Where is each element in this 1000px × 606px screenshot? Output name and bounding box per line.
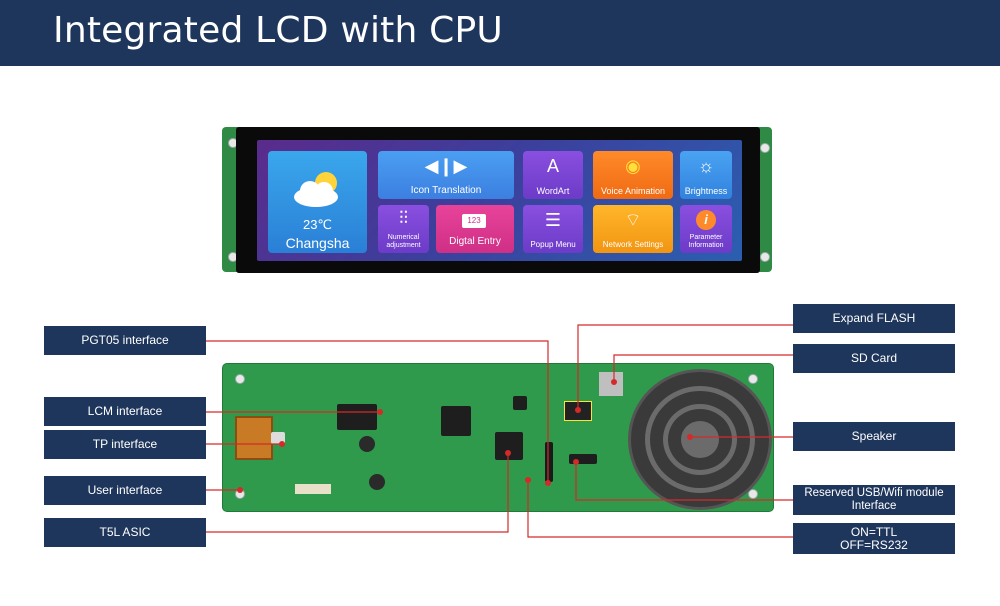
label-pgt05-interface: PGT05 interface xyxy=(44,326,206,355)
menu-list-icon: ☰ xyxy=(544,210,562,230)
user-connector xyxy=(295,484,331,494)
label-tp-interface: TP interface xyxy=(44,430,206,459)
tile-label: Numerical adjustment xyxy=(386,234,421,249)
tp-connector xyxy=(271,432,285,444)
speaker-center xyxy=(681,421,719,458)
power-inductor xyxy=(337,404,377,430)
parameter-information-tile[interactable]: i Parameter Information xyxy=(680,205,732,253)
tile-label: Voice Animation xyxy=(600,186,666,196)
cpu-chip xyxy=(441,406,471,436)
small-chip xyxy=(513,396,527,410)
weather-temp: 23℃ xyxy=(302,217,333,232)
t5l-line xyxy=(206,453,509,533)
speaker-ring xyxy=(645,386,755,493)
wifi-icon: ⌔ xyxy=(624,210,642,230)
sun-icon: ☼ xyxy=(697,156,715,176)
label-ttl-rs232: ON=TTL OFF=RS232 xyxy=(793,523,955,554)
tile-label: Digtal Entry xyxy=(449,236,501,247)
tile-label: Popup Menu xyxy=(530,240,576,249)
weather-city: Changsha xyxy=(285,235,350,251)
brightness-tile[interactable]: ☼ Brightness xyxy=(680,151,732,199)
tile-label: Parameter Information xyxy=(688,234,724,249)
icon-translation-tile[interactable]: ◀❙▶ Icon Translation xyxy=(378,151,514,199)
page-title: Integrated LCD with CPU xyxy=(53,10,503,51)
usb-header xyxy=(569,454,597,464)
tile-label: WordArt xyxy=(536,186,570,196)
letter-a-icon: A xyxy=(546,156,559,176)
wordart-tile[interactable]: A WordArt xyxy=(523,151,583,199)
sd-line xyxy=(613,354,793,382)
sd-card-slot xyxy=(599,372,623,396)
voice-animation-tile[interactable]: ◉ Voice Animation xyxy=(593,151,673,199)
label-lcm-interface: LCM interface xyxy=(44,397,206,426)
speaker xyxy=(628,369,772,510)
network-settings-tile[interactable]: ⌔ Network Settings xyxy=(593,205,673,253)
tile-label: Icon Translation xyxy=(410,185,482,196)
weather-tile[interactable]: 23℃ Changsha xyxy=(268,151,367,253)
mount-hole xyxy=(235,374,245,384)
sliders-icon: ⫶⫶ xyxy=(399,208,408,228)
label-speaker: Speaker xyxy=(793,422,955,451)
film-reel-icon: ◉ xyxy=(625,156,641,176)
label-reserved-usb-wifi: Reserved USB/Wifi module Interface xyxy=(793,485,955,515)
mount-hole xyxy=(760,252,770,262)
arrows-icon: ◀❙▶ xyxy=(424,156,468,176)
title-banner: Integrated LCD with CPU xyxy=(0,0,1000,66)
flash-line xyxy=(577,324,793,410)
pgt05-line xyxy=(206,340,549,483)
numerical-adjustment-tile[interactable]: ⫶⫶ Numerical adjustment xyxy=(378,205,429,253)
mount-hole xyxy=(748,489,758,499)
label-expand-flash: Expand FLASH xyxy=(793,304,955,333)
ttl-off-text: OFF=RS232 xyxy=(840,537,908,552)
mount-hole xyxy=(748,374,758,384)
cloud-sun-icon xyxy=(294,172,338,207)
cap xyxy=(359,436,375,452)
speaker-ring xyxy=(663,404,737,475)
ttl-line xyxy=(527,480,793,538)
tile-label: Brightness xyxy=(684,186,728,196)
lcm-connector xyxy=(235,416,273,460)
ttl-switch xyxy=(545,442,553,482)
cap xyxy=(369,474,385,490)
usb-line xyxy=(575,462,793,501)
keypad-badge: 123 xyxy=(462,214,486,228)
label-t5l-asic: T5L ASIC xyxy=(44,518,206,547)
mount-hole xyxy=(760,143,770,153)
label-sd-card: SD Card xyxy=(793,344,955,373)
label-user-interface: User interface xyxy=(44,476,206,505)
popup-menu-tile[interactable]: ☰ Popup Menu xyxy=(523,205,583,253)
lcd-screen: 23℃ Changsha ◀❙▶ Icon Translation A Word… xyxy=(257,140,742,261)
digital-entry-tile[interactable]: 123 Digtal Entry xyxy=(436,205,514,253)
tile-label: Network Settings xyxy=(602,240,664,249)
ttl-on-text: ON=TTL xyxy=(850,524,898,539)
info-icon: i xyxy=(696,210,716,230)
